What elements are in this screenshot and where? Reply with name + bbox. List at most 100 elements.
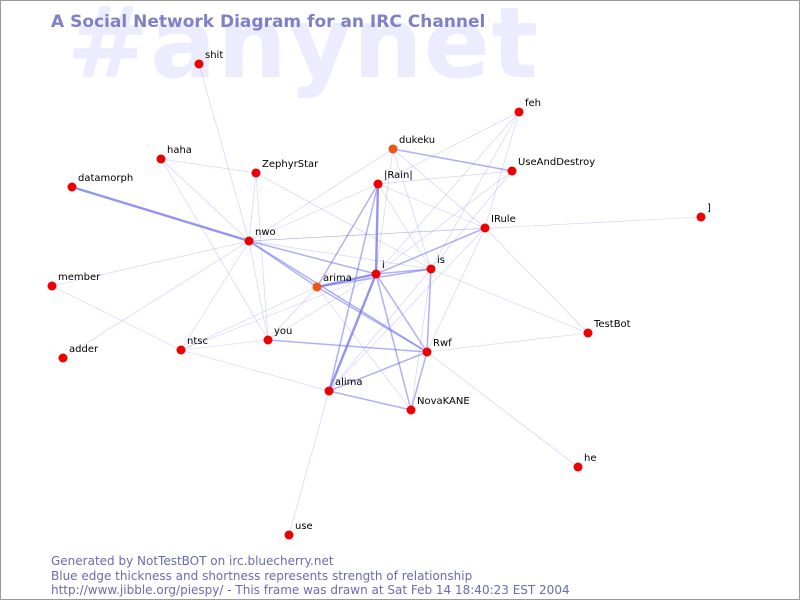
node-is[interactable]: is <box>426 255 446 274</box>
node-adder[interactable]: adder <box>58 344 99 363</box>
node-label-alima: alima <box>335 377 363 388</box>
edge-IRule-i <box>375 227 486 275</box>
node-dot-adder[interactable] <box>58 353 68 363</box>
edge-is-NovaKANE <box>410 268 432 411</box>
node-dot-TestBot[interactable] <box>583 328 593 338</box>
edge-Rain-feh <box>377 111 520 185</box>
node-label-nwo: nwo <box>255 227 276 238</box>
edge-dukeku-is <box>392 148 432 270</box>
node-label-use: use <box>295 521 313 532</box>
node-label-TestBot: TestBot <box>593 319 631 330</box>
node-dot-ZephyrStar[interactable] <box>251 168 261 178</box>
node-dot-dukeku[interactable] <box>388 144 398 154</box>
node-haha[interactable]: haha <box>156 145 192 164</box>
node-NovaKANE[interactable]: NovaKANE <box>406 396 470 415</box>
node-label-you: you <box>274 326 292 337</box>
node-datamorph[interactable]: datamorph <box>67 173 134 192</box>
edge-i-ntsc <box>180 273 377 351</box>
node-label-haha: haha <box>167 145 192 156</box>
edge-UseAndDestroy-i <box>375 170 513 275</box>
edge-ntsc-alima <box>180 349 330 392</box>
node-dot-Rain[interactable] <box>373 179 383 189</box>
edge-dukeku-i <box>375 148 394 275</box>
node-feh[interactable]: feh <box>514 98 542 117</box>
edge-you-Rwf <box>267 339 428 353</box>
edge-Rain-IRule <box>377 183 486 229</box>
node-dot-Rwf[interactable] <box>422 347 432 357</box>
node-arima[interactable]: arima <box>312 273 352 292</box>
node-dot-bracket[interactable] <box>696 212 706 222</box>
node-dot-use[interactable] <box>284 530 294 540</box>
edge-Rwf-he <box>426 351 579 468</box>
node-dot-you[interactable] <box>263 335 273 345</box>
node-dot-IRule[interactable] <box>480 223 490 233</box>
node-dot-nwo[interactable] <box>244 236 254 246</box>
node-use[interactable]: use <box>284 521 313 540</box>
node-dukeku[interactable]: dukeku <box>388 135 436 154</box>
node-bracket[interactable]: ] <box>696 203 712 222</box>
node-alima[interactable]: alima <box>324 377 363 396</box>
node-Rain[interactable]: |Rain| <box>373 170 413 189</box>
edge-is-TestBot <box>430 268 589 334</box>
node-dot-NovaKANE[interactable] <box>406 405 416 415</box>
edge-alima-NovaKANE <box>328 390 412 411</box>
edge-IRule-TestBot <box>484 227 589 334</box>
diagram-title: A Social Network Diagram for an IRC Chan… <box>51 12 486 32</box>
node-dot-haha[interactable] <box>156 154 166 164</box>
node-he[interactable]: he <box>573 453 597 472</box>
node-UseAndDestroy[interactable]: UseAndDestroy <box>507 157 596 176</box>
edge-nwo-Rain <box>248 183 379 242</box>
edge-Rain-UseAndDestroy <box>377 170 513 185</box>
edge-UseAndDestroy-is <box>430 170 513 270</box>
node-shit[interactable]: shit <box>194 50 224 69</box>
node-ZephyrStar[interactable]: ZephyrStar <box>251 159 320 178</box>
edge-nwo-ntsc <box>180 240 250 351</box>
node-Rwf[interactable]: Rwf <box>422 338 453 357</box>
edge-nwo-dukeku <box>248 148 394 242</box>
footer-legend-note: Blue edge thickness and shortness repres… <box>51 568 473 583</box>
node-dot-member[interactable] <box>47 281 57 291</box>
node-label-dukeku: dukeku <box>399 135 435 146</box>
edge-member-nwo <box>51 240 250 287</box>
edge-nwo-you <box>248 240 269 341</box>
edge-haha-nwo <box>160 158 250 242</box>
node-dot-datamorph[interactable] <box>67 182 77 192</box>
node-dot-i[interactable] <box>371 269 381 279</box>
node-ntsc[interactable]: ntsc <box>176 336 208 355</box>
edge-IRule-Rwf <box>426 227 486 353</box>
node-dot-is[interactable] <box>426 264 436 274</box>
footer-generated-by: Generated by NotTestBOT on irc.bluecherr… <box>51 554 334 568</box>
edge-ZephyrStar-is <box>255 172 432 270</box>
node-dot-he[interactable] <box>573 462 583 472</box>
edge-is-alima <box>328 268 432 392</box>
node-i[interactable]: i <box>371 260 385 279</box>
node-dot-ntsc[interactable] <box>176 345 186 355</box>
node-label-bracket: ] <box>707 203 711 214</box>
edge-datamorph-nwo <box>71 185 250 243</box>
edge-nwo-i <box>248 240 377 275</box>
node-TestBot[interactable]: TestBot <box>583 319 631 338</box>
edge-dukeku-IRule <box>392 148 486 229</box>
edge-i-alima <box>327 273 378 392</box>
node-dot-alima[interactable] <box>324 386 334 396</box>
node-you[interactable]: you <box>263 326 293 345</box>
node-label-NovaKANE: NovaKANE <box>417 396 470 407</box>
edge-feh-IRule <box>484 111 520 229</box>
edge-alima-use <box>288 390 330 536</box>
node-dot-UseAndDestroy[interactable] <box>507 166 517 176</box>
edge-arima-Rwf <box>316 286 428 353</box>
node-label-arima: arima <box>323 273 352 284</box>
node-member[interactable]: member <box>47 272 102 291</box>
node-nwo[interactable]: nwo <box>244 227 276 246</box>
edge-feh-i <box>375 111 520 275</box>
edge-haha-ZephyrStar <box>160 158 257 174</box>
node-dot-arima[interactable] <box>312 282 322 292</box>
node-label-ZephyrStar: ZephyrStar <box>262 159 319 170</box>
node-dot-feh[interactable] <box>514 107 524 117</box>
edge-you-ntsc <box>180 339 269 351</box>
node-dot-shit[interactable] <box>194 59 204 69</box>
node-label-UseAndDestroy: UseAndDestroy <box>518 157 595 168</box>
node-IRule[interactable]: IRule <box>480 214 516 233</box>
